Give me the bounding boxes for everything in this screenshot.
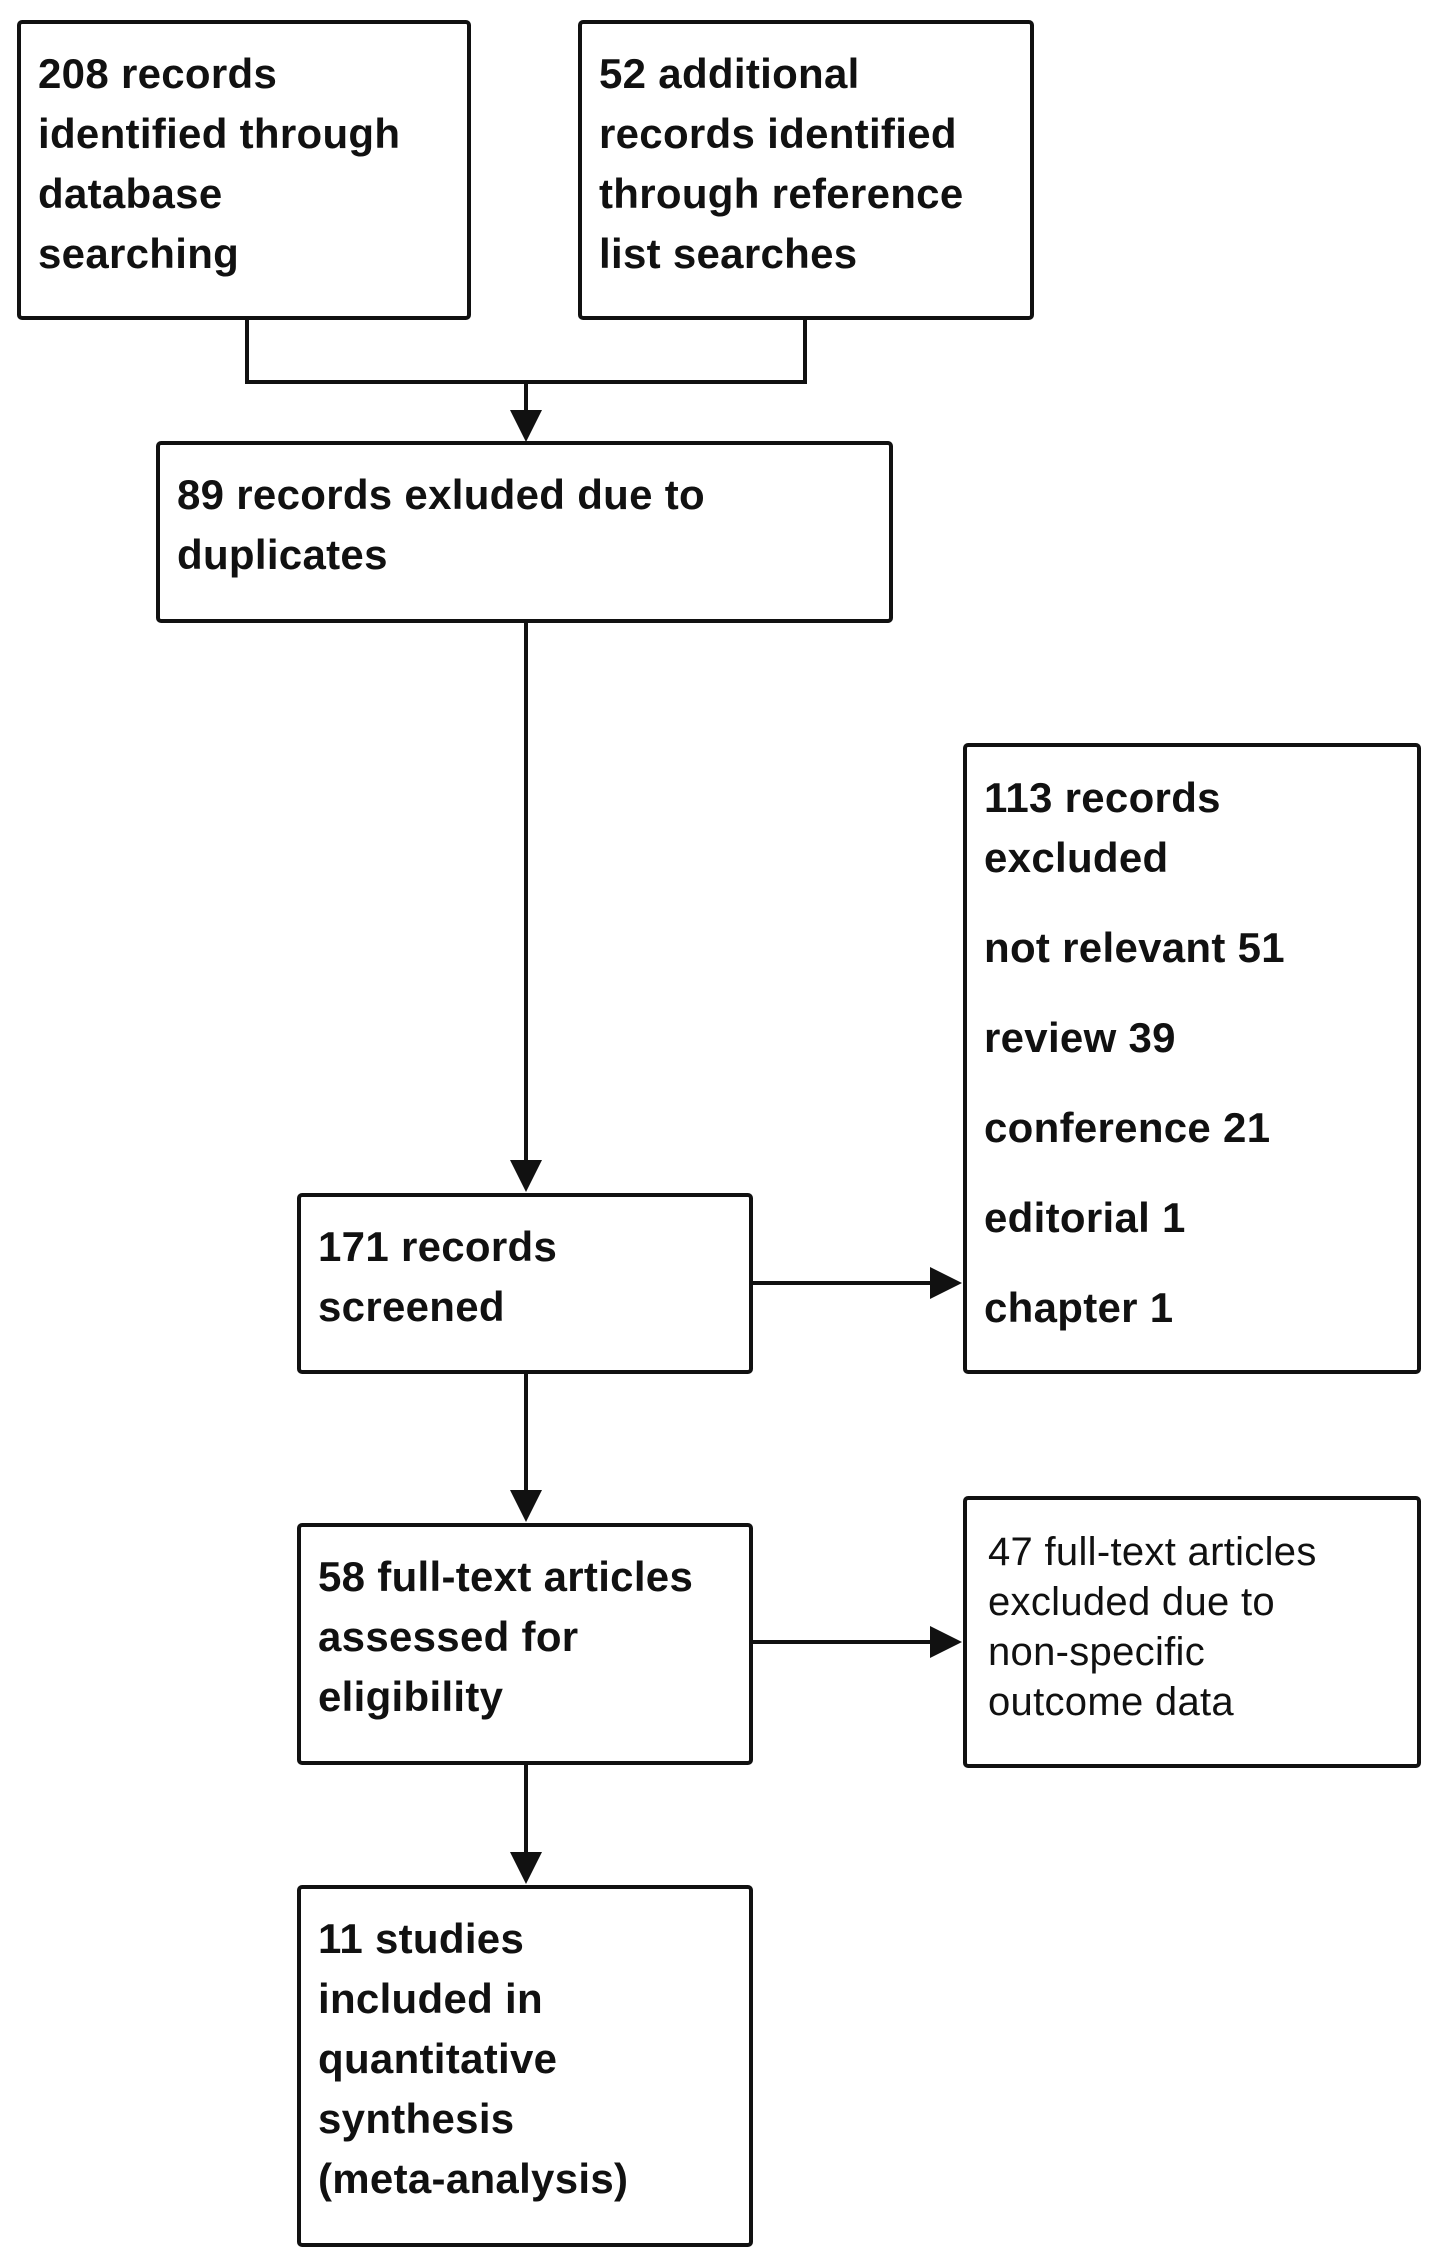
records-excluded-box: 113 records excluded not relevant 51 rev…	[963, 743, 1421, 1374]
full-text-assessed-line-2: assessed for	[318, 1613, 579, 1660]
records-screened-line-2: screened	[318, 1283, 505, 1330]
studies-included-line-1: 11 studies	[318, 1915, 525, 1962]
full-text-excluded-line-2: excluded due to	[988, 1580, 1275, 1624]
studies-included-line-4: synthesis	[318, 2095, 515, 2142]
records-excluded-reason-2: review 39	[984, 1014, 1176, 1061]
additional-records-line-4: list searches	[599, 230, 858, 277]
full-text-excluded-line-1: 47 full-text articles	[988, 1530, 1317, 1574]
additional-records-line-3: through reference	[599, 170, 964, 217]
studies-included-line-5: (meta-analysis)	[318, 2155, 629, 2202]
additional-records-line-1: 52 additional	[599, 50, 860, 97]
full-text-excluded-line-3: non-specific	[988, 1630, 1206, 1674]
records-excluded-reason-1: not relevant 51	[984, 924, 1285, 971]
records-excluded-reason-4: editorial 1	[984, 1194, 1186, 1241]
merge-connector	[245, 318, 807, 384]
database-records-line-1: 208 records	[38, 50, 278, 97]
studies-included-line-3: quantitative	[318, 2035, 558, 2082]
records-excluded-line-1: 113 records	[984, 774, 1221, 821]
full-text-assessed-box: 58 full-text articles assessed for eligi…	[297, 1523, 753, 1765]
studies-included-line-2: included in	[318, 1975, 543, 2022]
full-text-assessed-line-3: eligibility	[318, 1673, 504, 1720]
duplicates-excluded-box: 89 records exluded due to duplicates	[156, 441, 893, 623]
duplicates-excluded-line-2: duplicates	[177, 531, 388, 578]
records-screened-box: 171 records screened	[297, 1193, 753, 1374]
full-text-assessed-line-1: 58 full-text articles	[318, 1553, 694, 1600]
records-excluded-line-2: excluded	[984, 834, 1169, 881]
database-records-line-3: database	[38, 170, 223, 217]
additional-records-box: 52 additional records identified through…	[578, 20, 1034, 320]
additional-records-line-2: records identified	[599, 110, 957, 157]
duplicates-excluded-line-1: 89 records exluded due to	[177, 471, 705, 518]
database-records-box: 208 records identified through database …	[17, 20, 471, 320]
full-text-excluded-line-4: outcome data	[988, 1680, 1234, 1724]
full-text-excluded-box: 47 full-text articles excluded due to no…	[963, 1496, 1421, 1768]
database-records-line-4: searching	[38, 230, 240, 277]
records-screened-line-1: 171 records	[318, 1223, 558, 1270]
records-excluded-reason-5: chapter 1	[984, 1284, 1174, 1331]
records-excluded-reason-3: conference 21	[984, 1104, 1271, 1151]
database-records-line-2: identified through	[38, 110, 401, 157]
studies-included-box: 11 studies included in quantitative synt…	[297, 1885, 753, 2247]
